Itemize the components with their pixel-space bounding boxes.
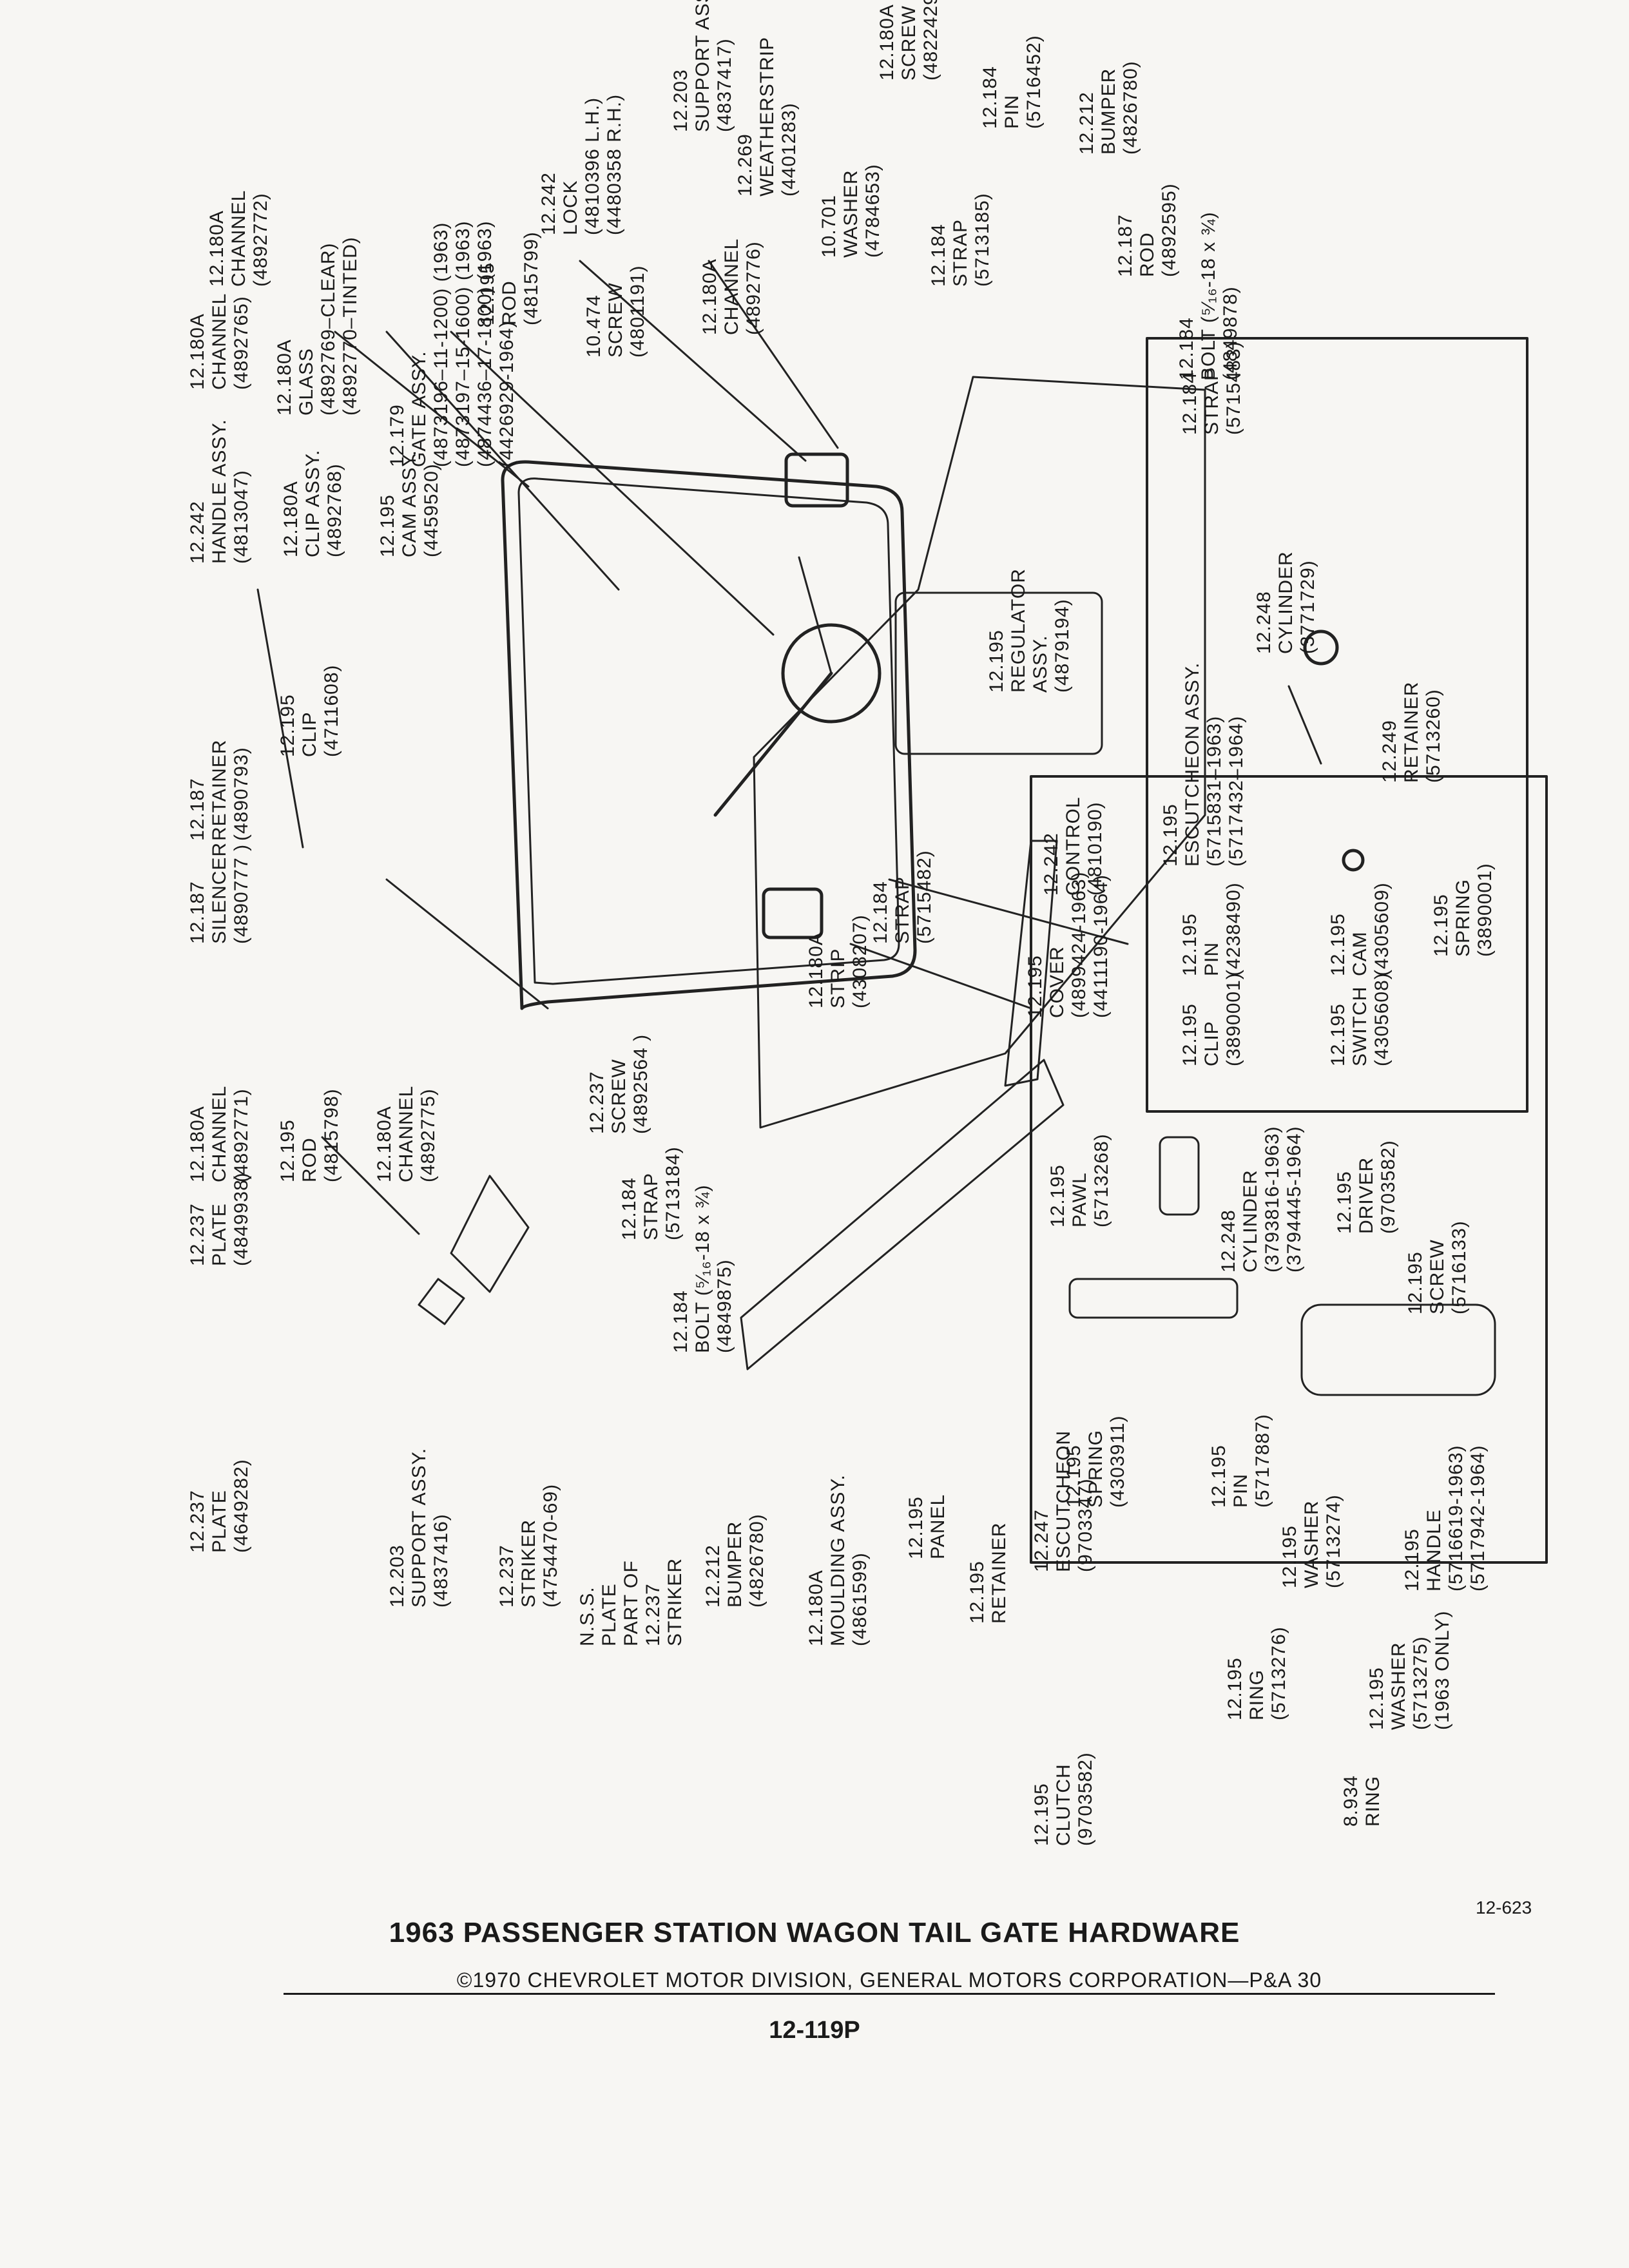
figure-code: 12-623 — [1476, 1898, 1532, 1917]
inset-box-handle — [1030, 775, 1548, 1564]
plate-left — [418, 1278, 465, 1325]
copyright-rule — [284, 1993, 1495, 1995]
glass-frame-inner — [517, 477, 900, 985]
striker — [450, 1175, 530, 1293]
regulator-rod — [798, 556, 833, 675]
handle-part — [1300, 1303, 1496, 1396]
escutcheon-part — [1068, 1278, 1239, 1319]
page-title: 1963 PASSENGER STATION WAGON TAIL GATE H… — [389, 1917, 1240, 1948]
retainer-part — [1342, 849, 1365, 872]
regulator-gear — [781, 623, 882, 724]
lock-assy-right — [784, 452, 849, 508]
copyright-text: ©1970 CHEVROLET MOTOR DIVISION, GENERAL … — [454, 1968, 1325, 1992]
lock-assy-left — [762, 887, 824, 939]
control-plate — [894, 591, 1103, 755]
regulator-arm — [713, 671, 833, 817]
cover-strip — [1004, 840, 1058, 1087]
exploded-parts-drawing — [256, 260, 1548, 1564]
cylinder-inset-part — [1159, 1136, 1200, 1216]
moulding — [740, 1059, 1065, 1370]
copyright-line: ©1970 CHEVROLET MOTOR DIVISION, GENERAL … — [284, 1968, 1495, 2001]
inset-box-cylinder — [1146, 337, 1528, 1113]
page-number: 12-119P — [769, 2017, 860, 2044]
cylinder-part — [1303, 629, 1339, 666]
gate-body — [753, 376, 1206, 1129]
